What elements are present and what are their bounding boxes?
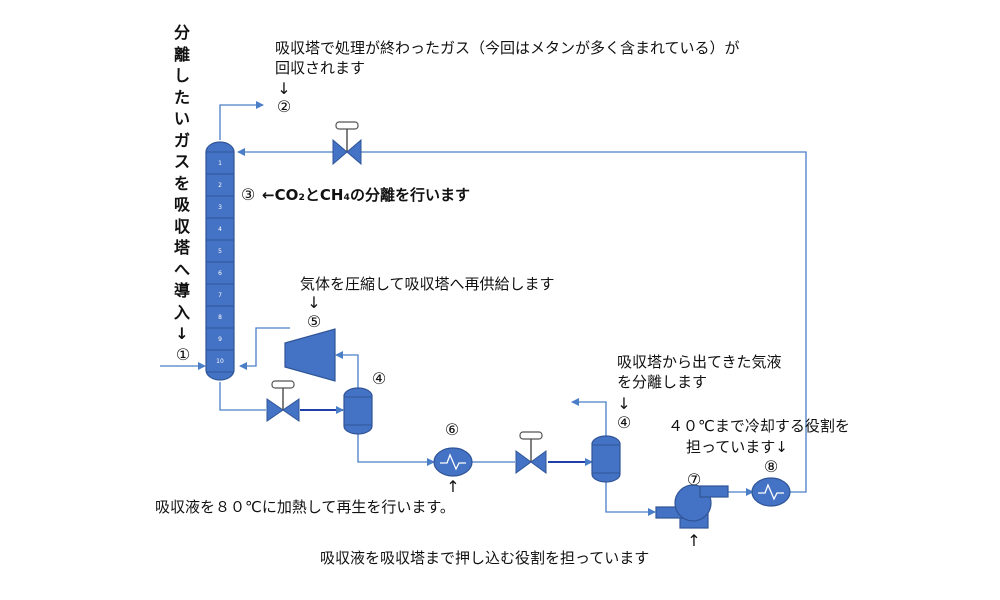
arrow-up-6: ↑ — [446, 477, 460, 496]
heater-label: 吸収液を８０℃に加熱して再生を行います。 — [155, 498, 455, 516]
marker-1: ① — [175, 345, 191, 364]
arrow-down-4: ↓ — [617, 394, 631, 413]
vent-pipe — [571, 398, 607, 440]
return-pipe-a — [361, 151, 807, 493]
arrow-up-7: ↑ — [687, 531, 701, 550]
marker-7: ⑦ — [686, 470, 702, 489]
to-compressor-pipe — [335, 351, 359, 392]
gas-liquid-separation-label-line1: 吸収塔から出てきた気液 — [617, 353, 782, 371]
cooler-label-line1: ４０℃まで冷却する役割を — [668, 417, 850, 435]
marker-4a: ④ — [371, 369, 387, 388]
recovered-gas-label-line1: 吸収塔で処理が終わったガス（今回はメタンが多く含まれている）が — [275, 39, 740, 57]
tray-number: 7 — [218, 292, 222, 299]
tray-number: 5 — [218, 248, 222, 255]
tray-number: 9 — [218, 336, 222, 343]
overhead-pipe — [219, 101, 264, 140]
feed-description: 分離したいガスを吸収塔へ導入↓ — [173, 23, 190, 343]
heater — [433, 447, 473, 477]
separator-2 — [591, 435, 621, 483]
recovered-gas-label-line2: 回収されます — [275, 59, 366, 77]
pump-label: 吸収液を吸収塔まで押し込む役割を担っています — [320, 549, 650, 567]
marker-4b: ④ — [616, 413, 632, 432]
to-heater-pipe — [357, 430, 435, 466]
valve-middle[interactable] — [515, 431, 547, 474]
compressor — [284, 328, 336, 382]
to-pump-pipe — [605, 482, 656, 516]
tray-number: 1 — [218, 160, 222, 167]
arrow-down-2: ↓ — [277, 79, 291, 98]
tray-number: 3 — [218, 204, 222, 211]
tray-number: 2 — [218, 182, 222, 189]
separation-label: ←CO₂とCH₄の分離を行います — [262, 186, 471, 204]
valve-bottom[interactable] — [266, 380, 300, 422]
tray-number: 8 — [218, 314, 222, 321]
bottom-pipe — [219, 382, 266, 411]
pump — [655, 484, 729, 529]
cooler — [751, 477, 791, 507]
tray-number: 6 — [218, 270, 222, 277]
tray-number: 10 — [216, 358, 224, 365]
marker-3: ③ — [240, 185, 256, 204]
marker-6: ⑥ — [444, 420, 460, 439]
valve-top[interactable] — [332, 121, 362, 166]
separator-1 — [343, 387, 373, 435]
marker-8: ⑧ — [763, 457, 779, 476]
gas-liquid-separation-label-line2: を分離します — [617, 373, 708, 391]
pipes — [160, 101, 807, 516]
compressor-to-column-pipe — [239, 327, 290, 370]
marker-2: ② — [276, 97, 292, 116]
compressor-label: 気体を圧縮して吸収塔へ再供給します — [300, 275, 555, 293]
absorption-column: 1 2 3 4 5 6 7 8 9 10 — [205, 141, 235, 381]
marker-5: ⑤ — [306, 312, 322, 331]
arrow-down-5: ↓ — [307, 293, 321, 312]
tray-number: 4 — [218, 226, 222, 233]
cooler-label-line2: 担っています↓ — [686, 438, 788, 456]
